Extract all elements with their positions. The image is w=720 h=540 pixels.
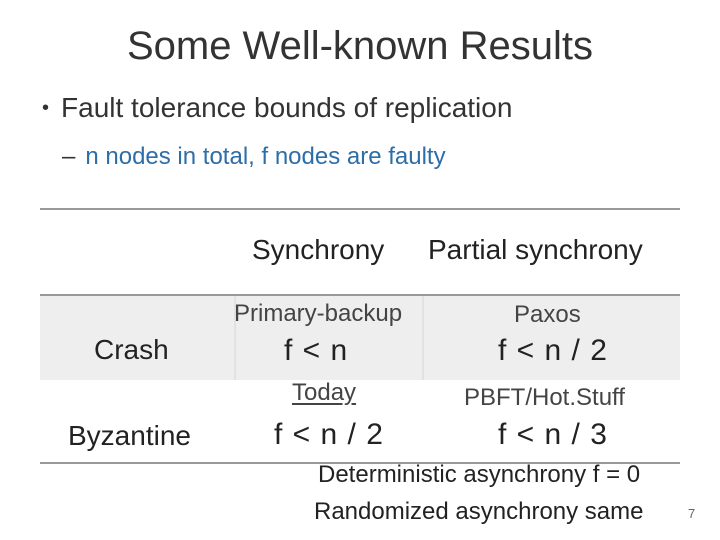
dash-icon: –	[62, 143, 76, 170]
row-label-crash: Crash	[94, 334, 169, 365]
column-separator	[422, 296, 424, 380]
note-deterministic: Deterministic asynchrony f = 0	[318, 461, 641, 488]
bullet-text: Fault tolerance bounds of replication	[61, 92, 513, 123]
column-header-synchrony: Synchrony	[252, 234, 385, 265]
crash-partial-bound: f < n / 2	[498, 334, 608, 367]
bullet-item: • Fault tolerance bounds of replication	[42, 92, 512, 124]
slide-title: Some Well-known Results	[126, 24, 594, 68]
column-separator	[234, 296, 236, 380]
crash-sync-protocol: Primary-backup	[234, 300, 403, 327]
sub-bullet-item: –n nodes in total, f nodes are faulty	[62, 143, 446, 171]
row-label-byzantine: Byzantine	[68, 420, 191, 451]
byzantine-sync-protocol-link[interactable]: Today	[292, 379, 357, 406]
crash-partial-protocol: Paxos	[514, 301, 581, 328]
page-number: 7	[688, 506, 696, 521]
table-top-rule	[40, 208, 680, 210]
note-randomized: Randomized asynchrony same	[314, 498, 644, 525]
column-header-partial-synchrony: Partial synchrony	[428, 234, 643, 265]
bullet-dot-icon: •	[42, 97, 50, 119]
table-row-band	[40, 296, 680, 380]
crash-sync-bound: f < n	[284, 334, 349, 367]
byzantine-partial-bound: f < n / 3	[498, 418, 608, 451]
byzantine-sync-bound: f < n / 2	[274, 418, 384, 451]
sub-bullet-text: n nodes in total, f nodes are faulty	[85, 143, 446, 170]
byzantine-partial-protocol: PBFT/Hot.Stuff	[464, 384, 625, 411]
table-bottom-rule	[40, 462, 680, 464]
header-rule	[40, 294, 680, 296]
